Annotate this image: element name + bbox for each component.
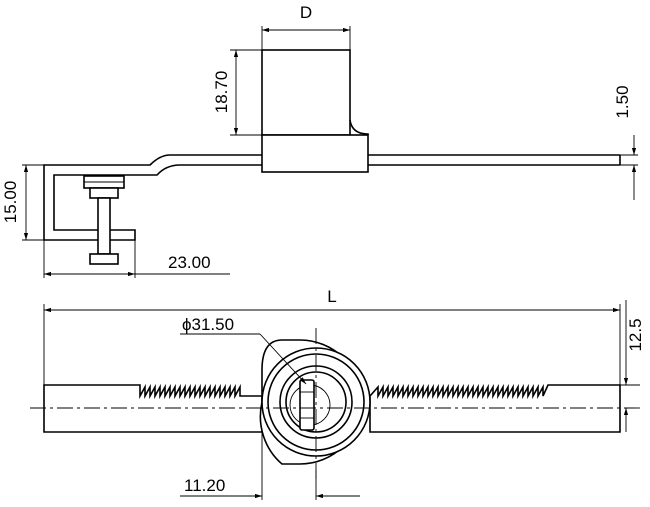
dimension-clamp-length: 23.00 xyxy=(43,240,230,278)
dimension-D: D xyxy=(261,3,351,50)
clamp-bracket xyxy=(43,164,136,241)
dimension-half-width: 12.5 xyxy=(620,300,645,432)
label-height: 18.70 xyxy=(212,71,231,114)
rack-bar-left xyxy=(43,383,263,433)
label-clamp-height: 15.00 xyxy=(1,181,20,224)
dimension-diameter: ϕ31.50 xyxy=(180,315,307,385)
clamp-screw xyxy=(83,175,125,265)
label-L: L xyxy=(327,287,336,306)
label-D: D xyxy=(300,3,312,22)
label-thickness: 1.50 xyxy=(613,85,632,118)
flat-bar xyxy=(60,154,621,176)
front-view: L ϕ31.50 xyxy=(30,287,645,500)
dimension-offset: 11.20 xyxy=(180,432,360,500)
dimension-L: L xyxy=(43,287,621,385)
dimension-thickness: 1.50 xyxy=(613,85,638,200)
dimension-clamp-height: 15.00 xyxy=(1,164,44,241)
label-clamp-length: 23.00 xyxy=(168,253,211,272)
side-view: D 18.70 1.50 15.00 xyxy=(1,3,638,278)
lock-cylinder-side xyxy=(261,49,369,173)
label-half-width: 12.5 xyxy=(626,318,645,351)
rack-bar-right xyxy=(369,383,621,433)
label-offset: 11.20 xyxy=(184,476,225,495)
lock-housing xyxy=(259,339,371,465)
dimension-height: 18.70 xyxy=(212,49,262,136)
label-diameter: ϕ31.50 xyxy=(182,315,234,334)
